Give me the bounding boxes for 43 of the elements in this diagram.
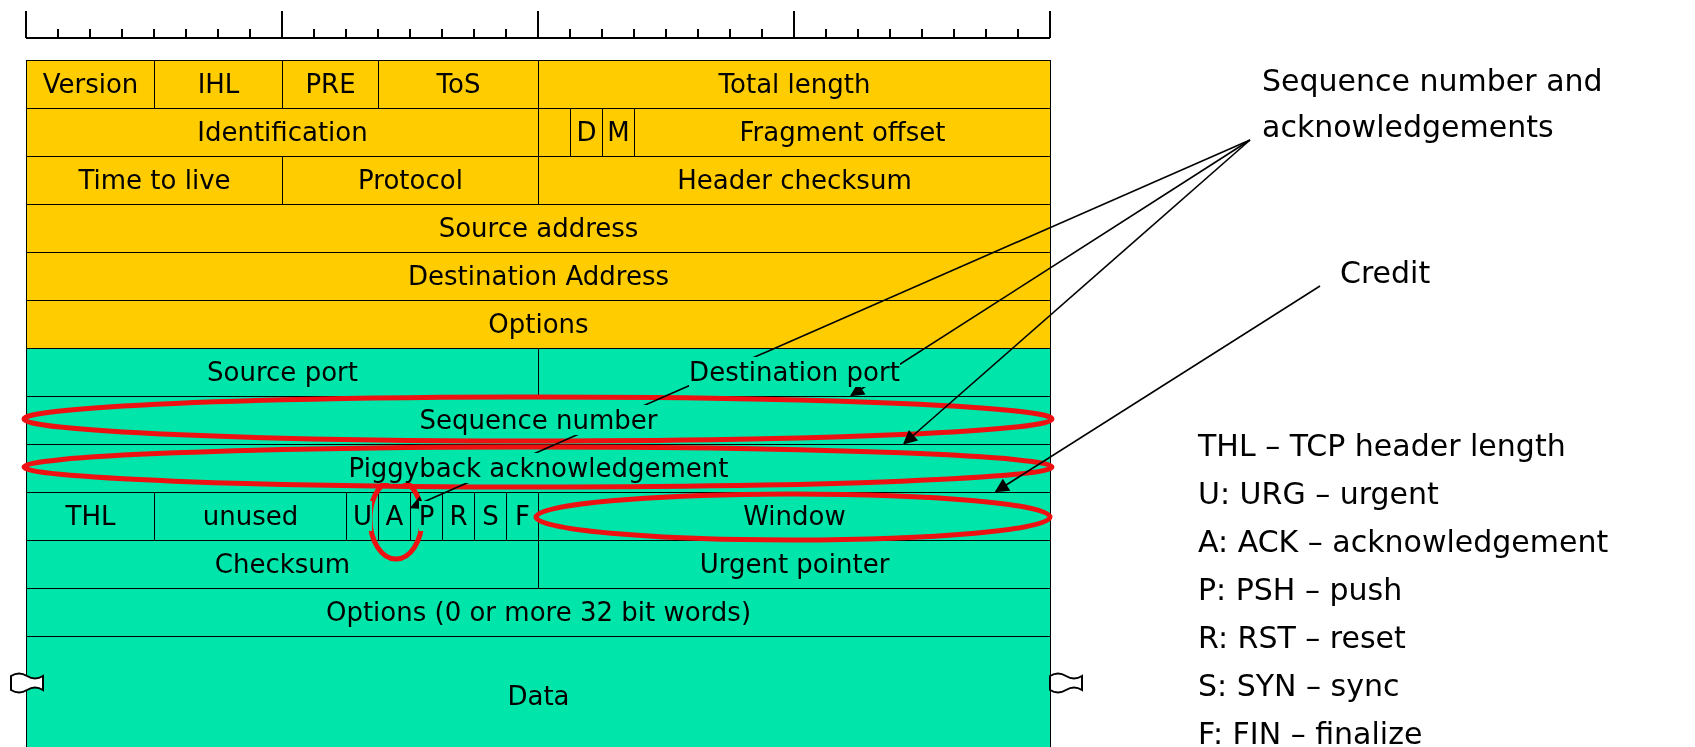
legend-text: A: ACK – acknowledgement: [1198, 523, 1609, 561]
header-field: [26, 59, 155, 109]
callout-text: Credit: [1320, 250, 1460, 296]
legend-text: S: SYN – sync: [1198, 667, 1400, 705]
header-field: [26, 587, 1051, 637]
legend-text: U: URG – urgent: [1198, 475, 1439, 513]
header-field: [26, 635, 1051, 747]
header-field: [26, 299, 1051, 349]
header-field: [634, 107, 1051, 157]
header-field: [26, 491, 155, 541]
header-field: [538, 539, 1051, 589]
header-field: [26, 347, 539, 397]
header-field: [26, 107, 539, 157]
field-label: Destination port: [689, 357, 900, 387]
header-field: [538, 155, 1051, 205]
header-field: [538, 347, 1051, 397]
header-field: [26, 539, 539, 589]
header-field: [474, 491, 507, 541]
field-label: Sequence number: [419, 405, 658, 435]
header-field: [26, 203, 1051, 253]
reserved-field: [538, 107, 571, 157]
field-label: U: [353, 501, 372, 531]
legend-text: R: RST – reset: [1198, 619, 1406, 657]
field-label: P: [418, 501, 435, 531]
header-field: [26, 251, 1051, 301]
header-field: [154, 491, 347, 541]
leader-arrow: [902, 139, 1251, 445]
header-field: [378, 491, 411, 541]
header-field: [282, 59, 379, 109]
header-field: [602, 107, 635, 157]
leader-arrow: [409, 139, 1251, 509]
legend-text: F: FIN – finalize: [1198, 715, 1423, 747]
header-field: [570, 107, 603, 157]
header-field: [282, 155, 539, 205]
header-field: [378, 59, 539, 109]
legend-text: THL – TCP header length: [1198, 427, 1566, 465]
header-field: [538, 59, 1051, 109]
legend-text: P: PSH – push: [1198, 571, 1403, 609]
header-field: [154, 59, 283, 109]
header-field: [26, 155, 283, 205]
leader-arrow: [994, 285, 1321, 493]
callout-text: Sequence number and acknowledgements: [1250, 58, 1680, 150]
field-label: Piggyback acknowledgement: [348, 453, 729, 483]
